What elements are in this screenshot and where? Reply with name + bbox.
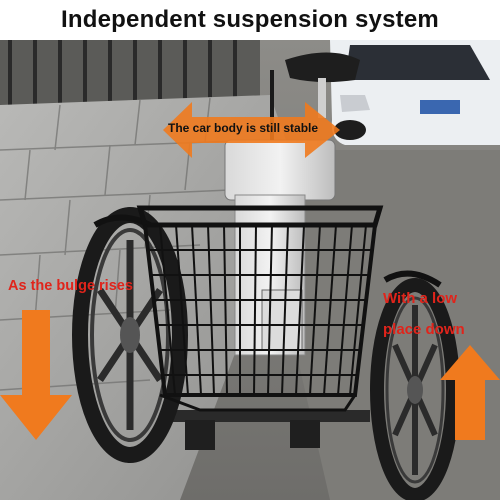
tricycle-photo [0,40,500,500]
low-place-label: With a low place down [383,283,465,345]
image-title: Independent suspension system [61,6,439,33]
fence [0,40,260,110]
low-place-line1: With a low [383,290,458,307]
low-place-line2: place down [383,321,465,338]
down-arrow-icon [0,310,72,440]
up-arrow-icon [440,345,500,440]
bike-saddle [285,52,360,118]
rear-axle [170,410,370,422]
white-car [330,40,500,145]
wire-basket [136,205,384,412]
bulge-rises-label: As the bulge rises [8,278,133,294]
left-wheel [72,207,188,463]
double-headed-arrow-icon [163,102,340,158]
right-wheel [370,270,460,500]
stable-body-label: The car body is still stable [168,121,319,135]
title-bar: Independent suspension system [0,0,500,40]
kickstand [185,420,215,450]
